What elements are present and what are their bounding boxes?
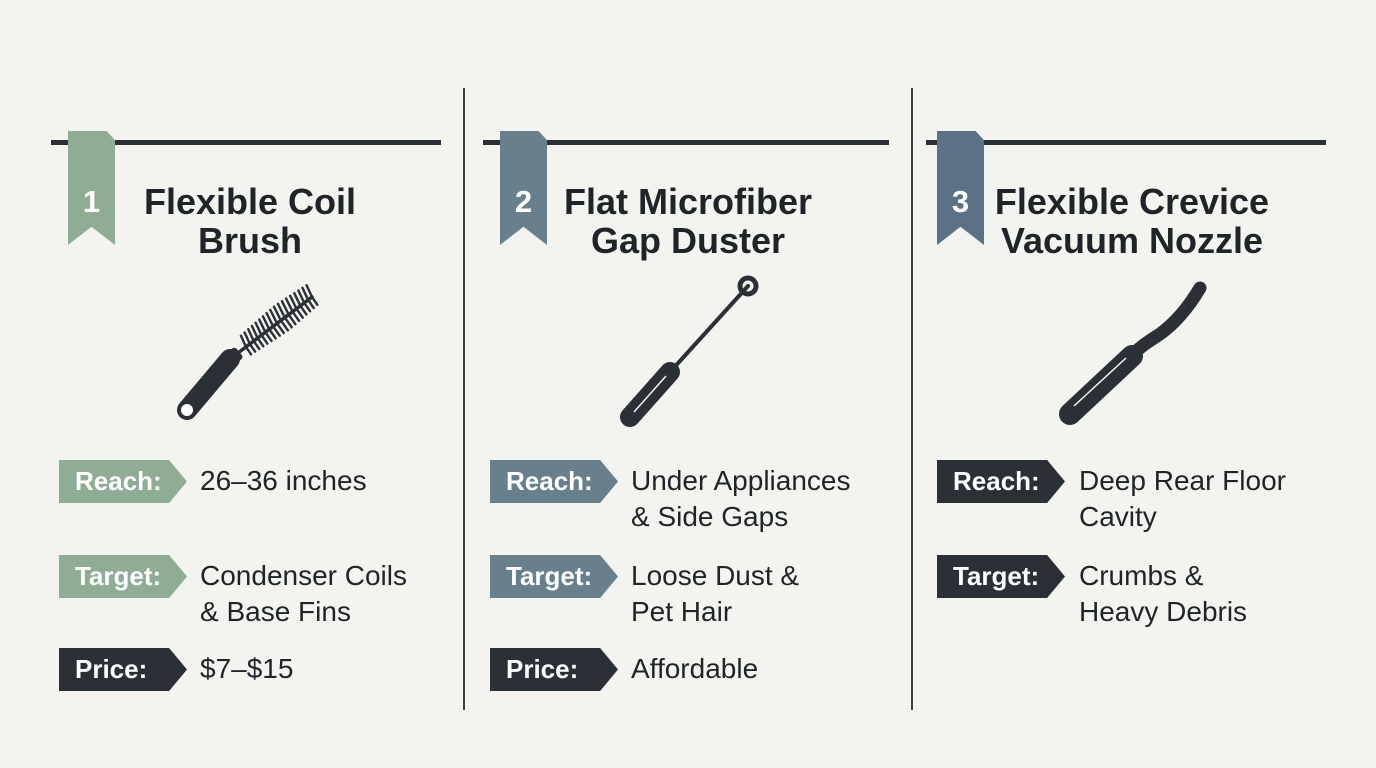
reach-value: 26–36 inches bbox=[200, 463, 367, 499]
title-line-2: Gap Duster bbox=[590, 220, 786, 261]
reach-tag: Reach: bbox=[59, 460, 187, 503]
target-tag: Target: bbox=[937, 555, 1065, 598]
target-value-line-2: Pet Hair bbox=[631, 596, 733, 627]
price-value: Affordable bbox=[631, 651, 758, 687]
number-ribbon: 2 bbox=[500, 131, 547, 245]
reach-tag: Reach: bbox=[490, 460, 618, 503]
number-ribbon: 3 bbox=[937, 131, 984, 245]
reach-value-line-1: Under Appliances bbox=[631, 465, 851, 496]
title-line-2: Vacuum Nozzle bbox=[1000, 220, 1264, 261]
target-value: Crumbs & Heavy Debris bbox=[1079, 558, 1247, 630]
divider-1 bbox=[463, 88, 465, 710]
reach-value: Under Appliances & Side Gaps bbox=[631, 463, 850, 535]
target-value: Condenser Coils & Base Fins bbox=[200, 558, 407, 630]
reach-value-line-1: Deep Rear Floor bbox=[1079, 465, 1286, 496]
reach-value-line-2: Cavity bbox=[1079, 501, 1157, 532]
panel-top-rule bbox=[483, 140, 889, 145]
ribbon-number: 3 bbox=[951, 184, 970, 219]
target-value-line-1: Loose Dust & bbox=[631, 560, 800, 591]
target-value-line-2: Heavy Debris bbox=[1079, 596, 1248, 627]
title-line-1: Flexible Coil bbox=[143, 181, 357, 222]
coil-brush-icon bbox=[177, 283, 319, 420]
ribbon-number: 1 bbox=[82, 184, 101, 219]
target-tag: Target: bbox=[59, 555, 187, 598]
tool-panel-3: 3 Flexible Crevice Vacuum Nozzle Reach: … bbox=[913, 0, 1376, 768]
target-value-line-1: Crumbs & bbox=[1079, 560, 1204, 591]
target-value-line-2: & Base Fins bbox=[200, 596, 351, 627]
title-line-1: Flat Microfiber bbox=[563, 181, 813, 222]
target-value-line-1: Condenser Coils bbox=[200, 560, 407, 591]
reach-value-line-2: & Side Gaps bbox=[631, 501, 789, 532]
ribbon-number: 2 bbox=[514, 184, 533, 219]
reach-value-line-1: 26–36 inches bbox=[200, 465, 367, 496]
reach-tag: Reach: bbox=[937, 460, 1065, 503]
panel-title: Flat Microfiber Gap Duster bbox=[557, 182, 819, 260]
price-tag: Price: bbox=[59, 648, 187, 691]
crevice-nozzle-icon bbox=[1059, 281, 1207, 425]
price-value-line-1: $7–$15 bbox=[200, 653, 294, 684]
number-ribbon: 1 bbox=[68, 131, 115, 245]
gap-duster-icon bbox=[620, 275, 759, 427]
panel-top-rule bbox=[926, 140, 1326, 145]
price-value-line-1: Affordable bbox=[631, 653, 759, 684]
price-value: $7–$15 bbox=[200, 651, 293, 687]
divider-2 bbox=[911, 88, 913, 710]
tool-panel-1: 1 Flexible Coil Brush Reach: 26–36 inche… bbox=[0, 0, 463, 768]
panel-title: Flexible Crevice Vacuum Nozzle bbox=[993, 182, 1271, 260]
tool-panel-2: 2 Flat Microfiber Gap Duster Reach: Unde… bbox=[465, 0, 911, 768]
target-value: Loose Dust & Pet Hair bbox=[631, 558, 799, 630]
panel-top-rule bbox=[51, 140, 441, 145]
title-line-2: Brush bbox=[197, 220, 302, 261]
reach-value: Deep Rear Floor Cavity bbox=[1079, 463, 1286, 535]
target-tag: Target: bbox=[490, 555, 618, 598]
title-line-1: Flexible Crevice bbox=[994, 181, 1270, 222]
price-tag: Price: bbox=[490, 648, 618, 691]
panel-title: Flexible Coil Brush bbox=[130, 182, 370, 260]
